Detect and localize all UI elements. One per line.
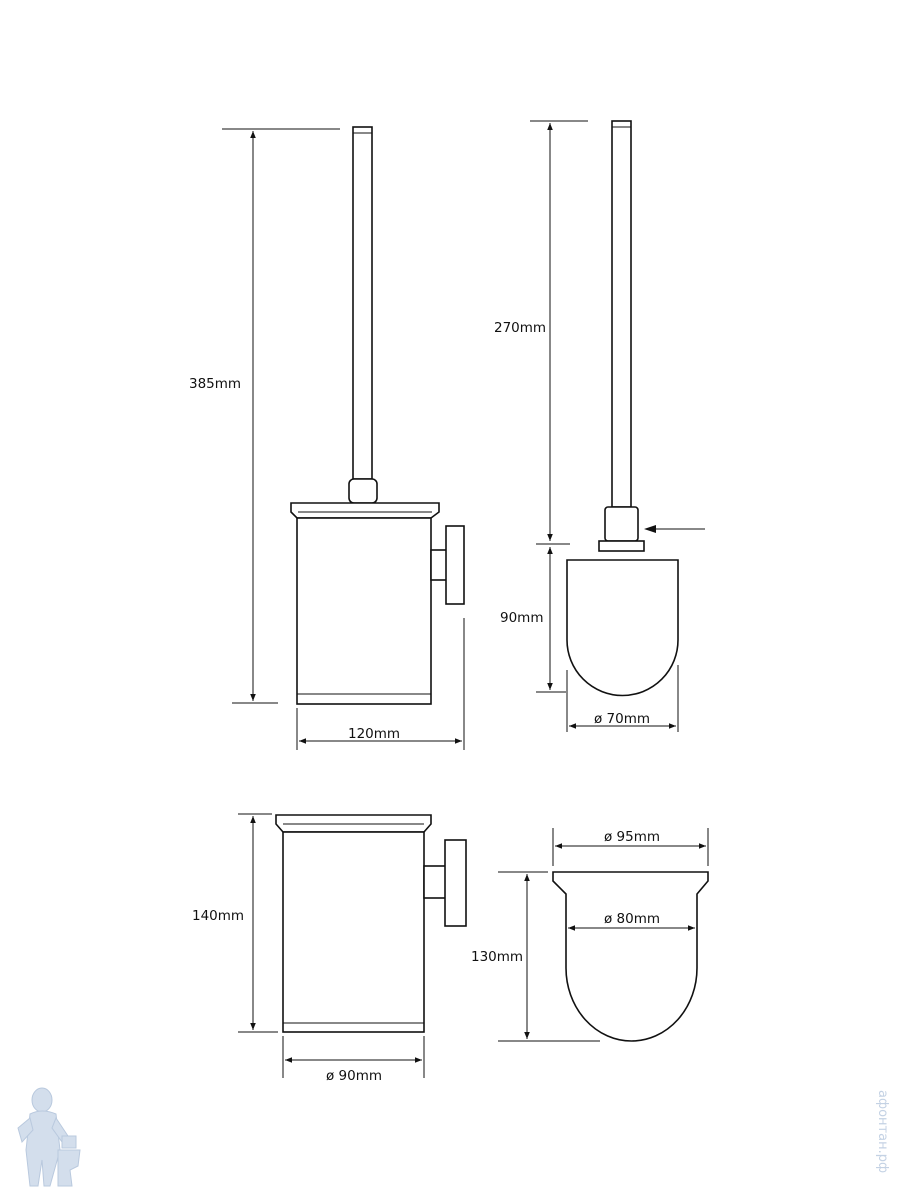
dimension-cup-height: 130mm: [471, 871, 600, 1042]
holder-lid: [290, 502, 440, 519]
holder-view: 140mm ø 90mm: [192, 813, 467, 1084]
watermark-text: афонтан.рф: [875, 1090, 890, 1173]
dimension-label-cup-height: 130mm: [471, 949, 523, 965]
brush-head: [566, 559, 679, 697]
brush-ring: [598, 540, 645, 552]
cup-view: ø 95mm ø 80mm 130mm: [471, 828, 709, 1042]
brush-collar: [604, 506, 639, 542]
dimension-label-holder-diameter: ø 90mm: [326, 1068, 382, 1084]
dimension-brush-head-diameter: ø 70mm: [566, 665, 679, 732]
brush-view: 270mm 90mm ø 70mm: [494, 120, 705, 732]
dimension-cup-outer-diameter: ø 95mm: [552, 828, 709, 866]
dimension-holder-height: 140mm: [192, 813, 278, 1033]
holder-mount-arm: [423, 865, 448, 899]
wall-plate: [445, 525, 465, 605]
holder-body: [282, 831, 425, 1033]
dimension-label-total-height: 385mm: [189, 376, 241, 392]
dimension-brush-length: 270mm: [494, 120, 588, 545]
brush-stem: [611, 120, 632, 508]
brush-handle: [352, 126, 373, 480]
dimension-depth: 120mm: [296, 618, 465, 750]
dimension-label-brush-head-diameter: ø 70mm: [594, 711, 650, 727]
dimension-total-height: 385mm: [189, 128, 340, 704]
dimension-label-cup-inner-diameter: ø 80mm: [604, 911, 660, 927]
handle-collar: [348, 478, 378, 504]
plumber-mascot-icon: [17, 1087, 81, 1187]
dimension-label-holder-height: 140mm: [192, 908, 244, 924]
dimension-label-brush-head-height: 90mm: [500, 610, 543, 626]
dimension-holder-diameter: ø 90mm: [282, 1036, 425, 1084]
dimension-label-depth: 120mm: [348, 726, 400, 742]
dimension-brush-head-height: 90mm: [500, 547, 566, 693]
holder-wall-plate: [444, 839, 467, 927]
cup-outline: [552, 871, 709, 1042]
dimension-cup-inner-diameter: ø 80mm: [568, 911, 695, 931]
holder-container: [296, 517, 432, 705]
assembly-side-view: 385mm 120mm: [189, 126, 465, 750]
dimension-label-brush-length: 270mm: [494, 320, 546, 336]
dimension-label-cup-outer-diameter: ø 95mm: [604, 829, 660, 845]
